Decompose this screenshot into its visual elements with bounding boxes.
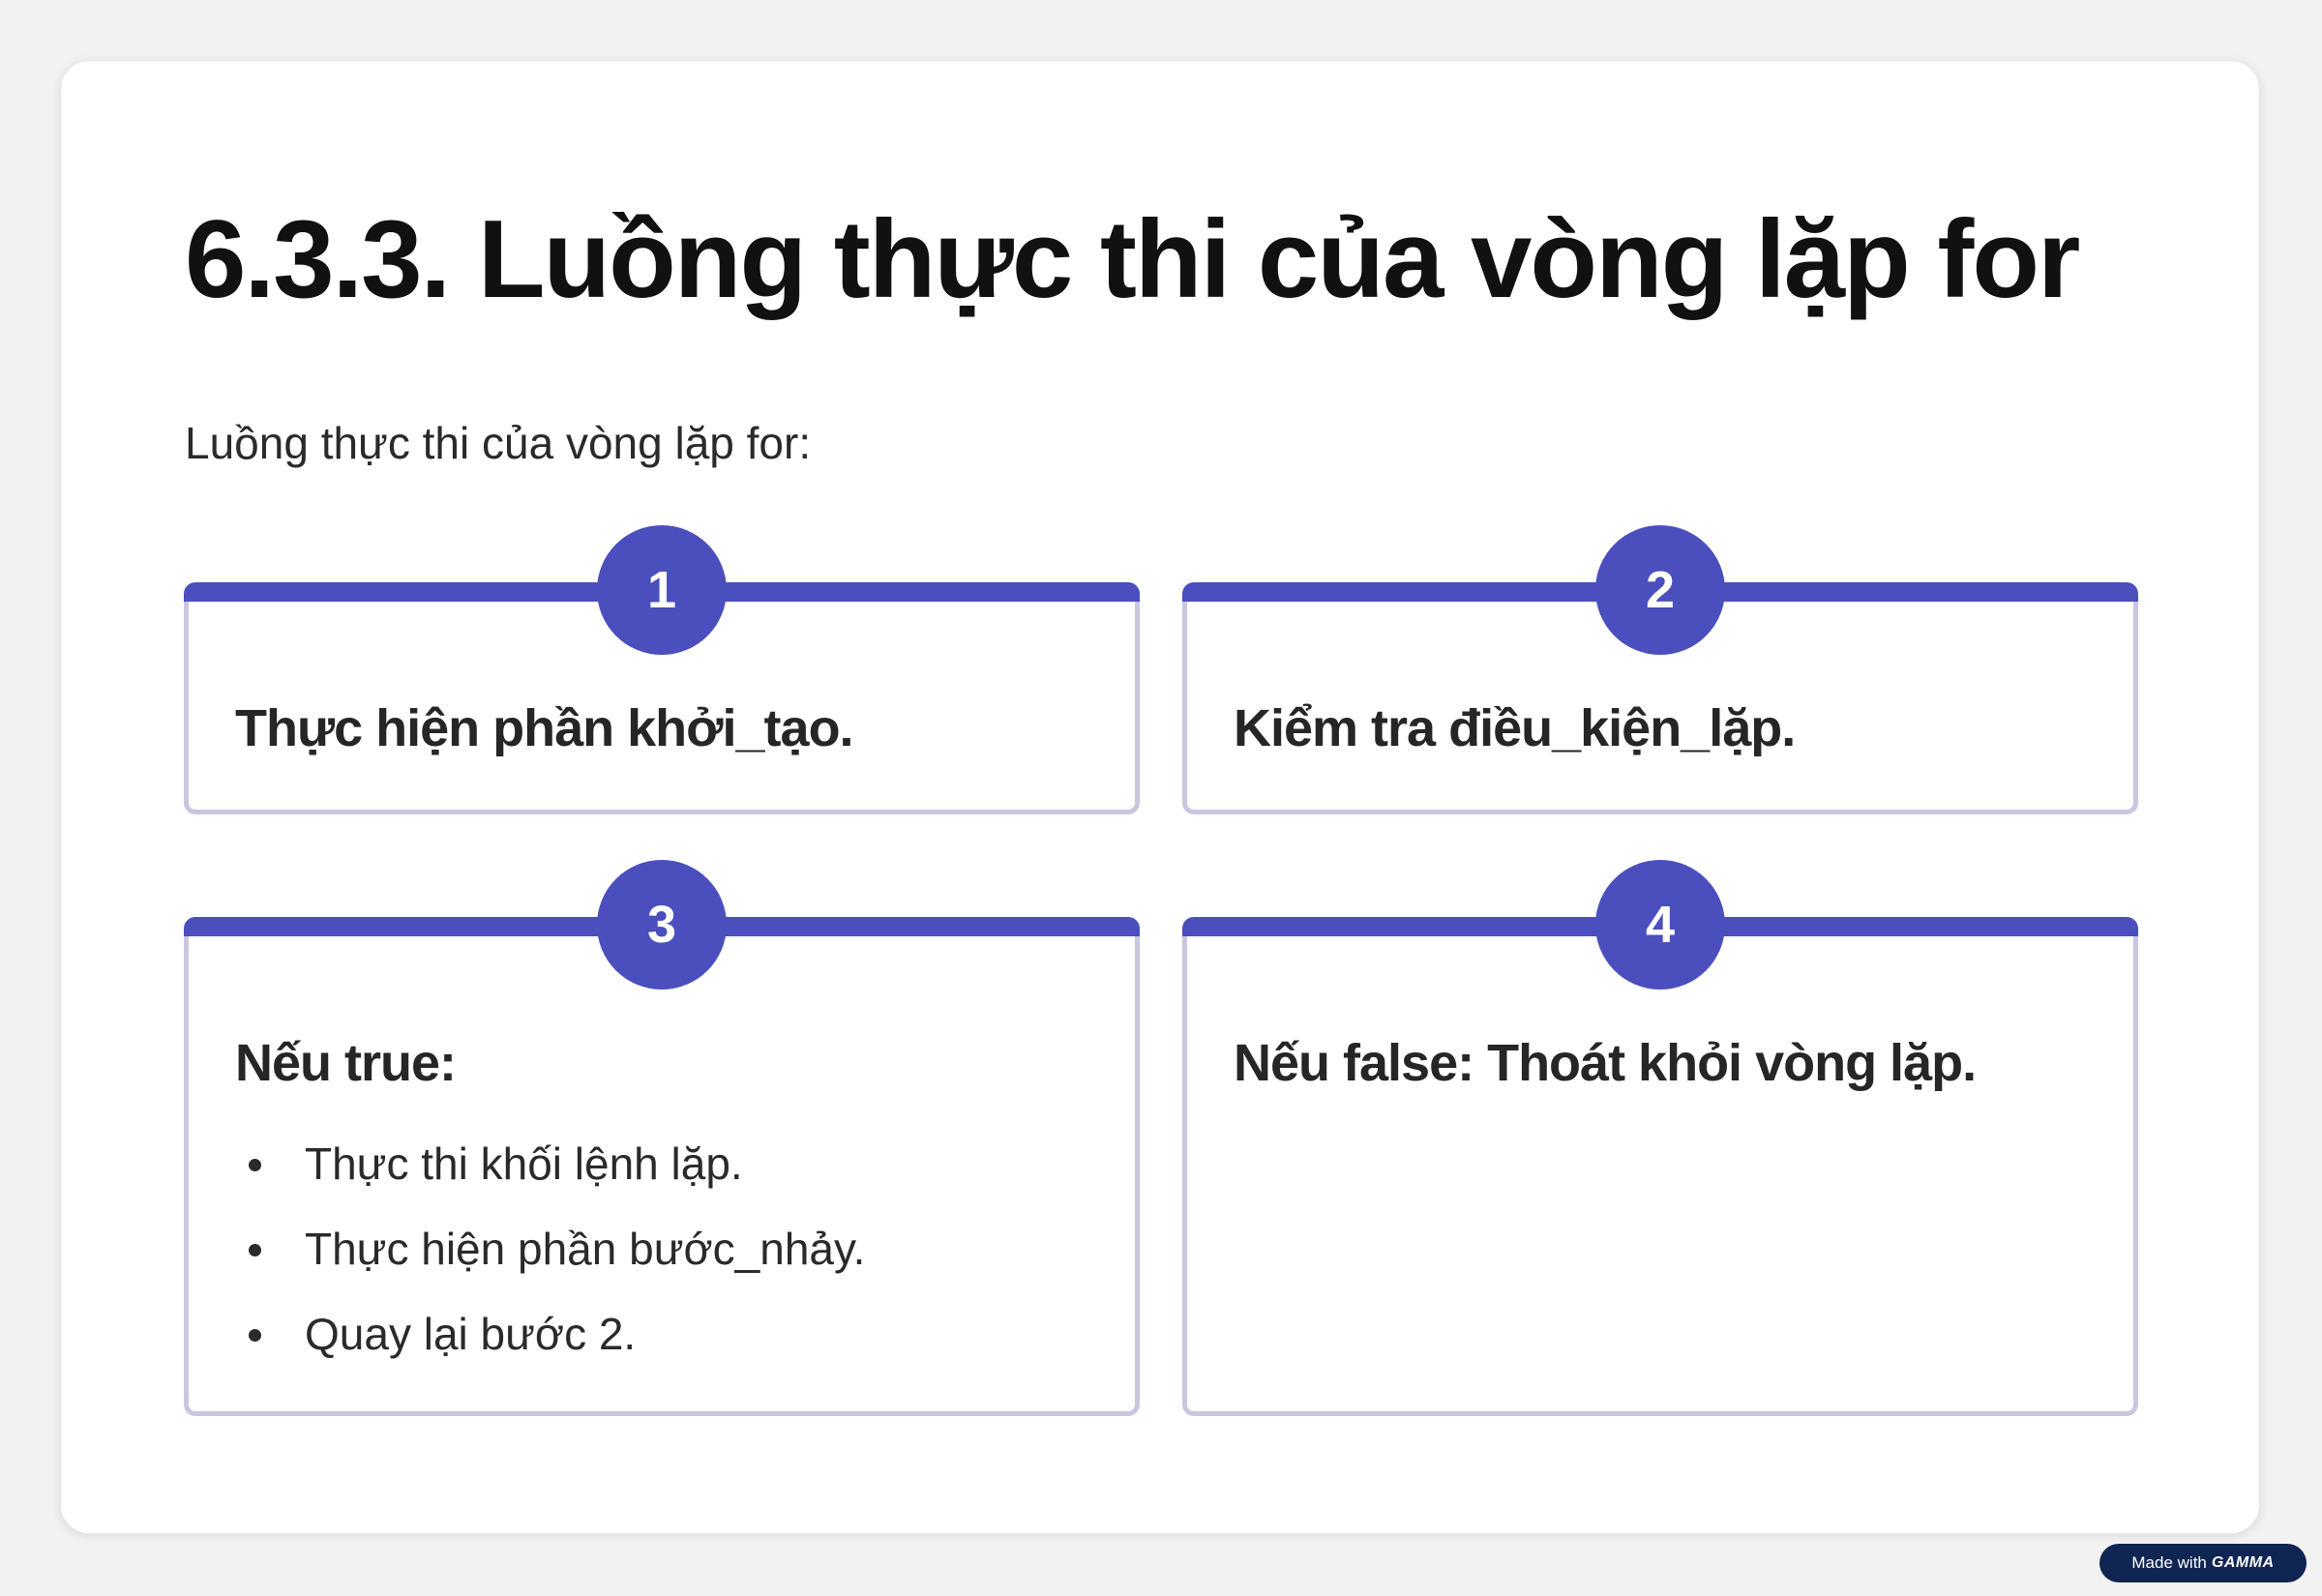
step-number-badge: 4 bbox=[1595, 860, 1725, 990]
step-card-3: 3 Nếu true: Thực thi khối lệnh lặp. Thực… bbox=[184, 860, 1140, 1416]
page-title: 6.3.3. Luồng thực thi của vòng lặp for bbox=[185, 198, 2080, 321]
step-heading: Nếu true: bbox=[235, 1034, 457, 1092]
list-item-text: Thực hiện phần bước_nhảy. bbox=[305, 1224, 866, 1274]
bullet-icon bbox=[249, 1159, 261, 1171]
list-item: Thực thi khối lệnh lặp. bbox=[235, 1135, 865, 1220]
badge-prefix: Made with bbox=[2131, 1553, 2207, 1572]
list-item: Quay lại bước 2. bbox=[235, 1305, 865, 1390]
step-heading: Thực hiện phần khởi_tạo. bbox=[235, 699, 854, 757]
step-card-2: 2 Kiểm tra điều_kiện_lặp. bbox=[1182, 525, 2138, 814]
step-heading: Nếu false: Thoát khỏi vòng lặp. bbox=[1234, 1034, 1977, 1092]
list-item-text: Quay lại bước 2. bbox=[305, 1309, 637, 1359]
list-item: Thực hiện phần bước_nhảy. bbox=[235, 1220, 865, 1305]
step-number-badge: 3 bbox=[597, 860, 727, 990]
bullet-icon bbox=[249, 1244, 261, 1256]
step-heading: Kiểm tra điều_kiện_lặp. bbox=[1234, 699, 1796, 757]
step-bullet-list: Thực thi khối lệnh lặp. Thực hiện phần b… bbox=[235, 1135, 865, 1390]
intro-text: Luồng thực thi của vòng lặp for: bbox=[185, 418, 812, 468]
step-card-4: 4 Nếu false: Thoát khỏi vòng lặp. bbox=[1182, 860, 2138, 1416]
bullet-icon bbox=[249, 1329, 261, 1342]
list-item-text: Thực thi khối lệnh lặp. bbox=[305, 1138, 743, 1189]
step-card-1: 1 Thực hiện phần khởi_tạo. bbox=[184, 525, 1140, 814]
made-with-gamma-badge[interactable]: Made with GAMMA bbox=[2099, 1544, 2307, 1582]
gamma-logo: GAMMA bbox=[2211, 1554, 2275, 1571]
step-number-badge: 2 bbox=[1595, 525, 1725, 655]
step-number-badge: 1 bbox=[597, 525, 727, 655]
